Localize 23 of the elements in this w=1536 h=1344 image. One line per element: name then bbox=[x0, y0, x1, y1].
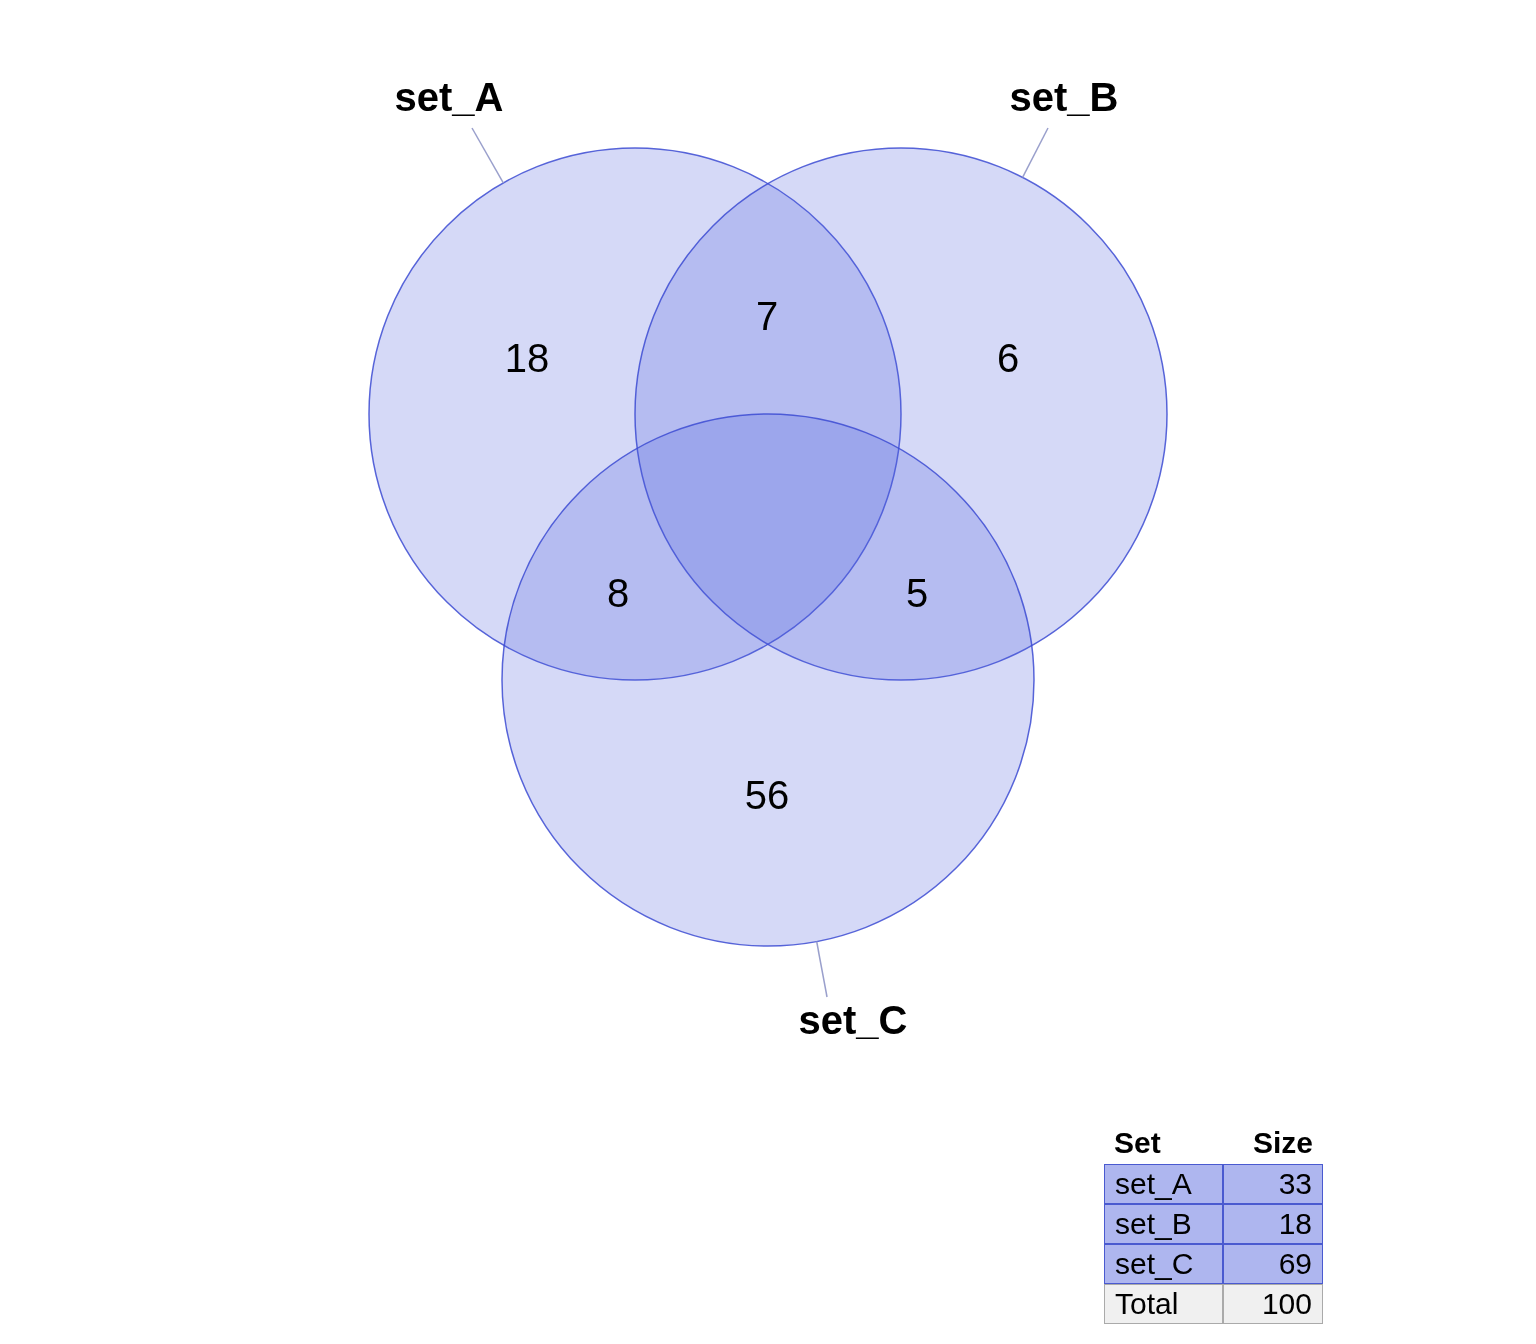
set-name-label: set_C bbox=[798, 997, 908, 1043]
set-name-label: set_A bbox=[394, 74, 504, 120]
set-name-label: set_B bbox=[1009, 74, 1119, 120]
table-cell: set_A bbox=[1104, 1164, 1223, 1204]
table-cell: set_B bbox=[1104, 1204, 1223, 1244]
table-header: Set bbox=[1113, 1125, 1162, 1161]
region-count: 7 bbox=[755, 293, 779, 339]
leader-line bbox=[815, 940, 828, 998]
region-count: 56 bbox=[744, 772, 790, 818]
table-cell: Total bbox=[1104, 1284, 1223, 1324]
leader-line bbox=[471, 127, 505, 184]
region-count: 18 bbox=[504, 335, 550, 381]
table-header: Size bbox=[1251, 1125, 1314, 1161]
leader-line bbox=[1021, 127, 1049, 179]
set-circle bbox=[501, 413, 1035, 947]
table-cell: 69 bbox=[1223, 1244, 1323, 1284]
region-count: 6 bbox=[996, 335, 1020, 381]
table-cell: 18 bbox=[1223, 1204, 1323, 1244]
table-cell: set_C bbox=[1104, 1244, 1223, 1284]
table-cell: 100 bbox=[1223, 1284, 1323, 1324]
region-count: 8 bbox=[606, 570, 630, 616]
region-count: 5 bbox=[905, 570, 929, 616]
table-cell: 33 bbox=[1223, 1164, 1323, 1204]
